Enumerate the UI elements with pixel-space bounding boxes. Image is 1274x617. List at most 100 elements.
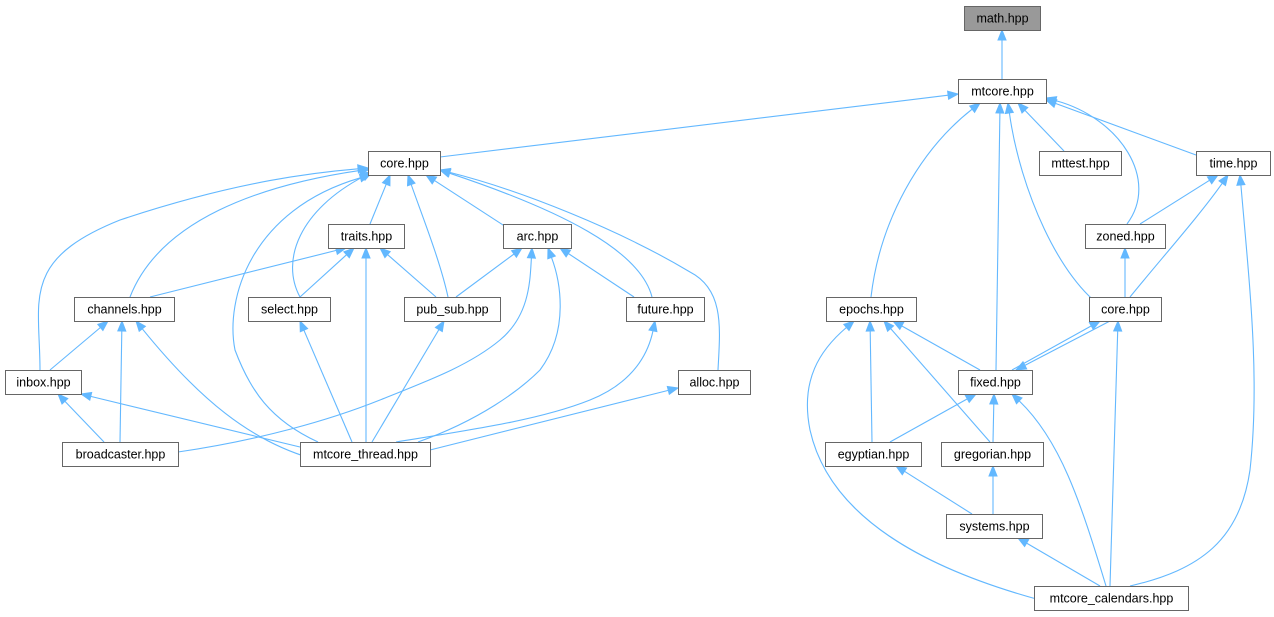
node-math[interactable]: math.hpp (964, 6, 1041, 31)
node-traits[interactable]: traits.hpp (328, 224, 405, 249)
arrowhead-icon (378, 247, 392, 259)
edge-calendars-to-fixed (1011, 393, 1107, 587)
edge-egyptian-to-epochs (865, 319, 875, 443)
edge-broadcaster-to-arc (177, 246, 537, 453)
node-label: future.hpp (637, 303, 693, 317)
arrowhead-icon (865, 319, 875, 332)
arrowhead-icon (988, 464, 998, 477)
node-channels[interactable]: channels.hpp (74, 297, 175, 322)
node-broadcaster[interactable]: broadcaster.hpp (62, 442, 179, 467)
edge-egyptian-to-fixed (889, 393, 978, 443)
arrowhead-icon (510, 247, 524, 259)
node-gregorian[interactable]: gregorian.hpp (941, 442, 1044, 467)
node-alloc[interactable]: alloc.hpp (678, 370, 751, 395)
node-label: alloc.hpp (689, 376, 739, 390)
node-box (1085, 224, 1166, 249)
edge-mtthread-to-alloc (429, 385, 680, 451)
node-arc[interactable]: arc.hpp (503, 224, 572, 249)
edge-calendars-to-epochs (806, 320, 1041, 601)
edge-pubsub-to-core (406, 173, 449, 298)
node-core[interactable]: core.hpp (368, 151, 441, 176)
node-pubsub[interactable]: pub_sub.hpp (404, 297, 501, 322)
edge-fixed-to-mtcore (995, 101, 1005, 371)
node-label: inbox.hpp (16, 376, 70, 390)
edge-mtthread-to-traits (361, 246, 371, 442)
node-mtcore[interactable]: mtcore.hpp (958, 79, 1047, 104)
node-label: pub_sub.hpp (416, 303, 488, 317)
arrowhead-icon (361, 246, 371, 259)
node-label: mttest.hpp (1051, 157, 1109, 171)
node-zoned[interactable]: zoned.hpp (1085, 224, 1166, 249)
node-fixed[interactable]: fixed.hpp (958, 370, 1033, 395)
node-epochs[interactable]: epochs.hpp (826, 297, 917, 322)
node-box (941, 442, 1044, 467)
arrowhead-icon (995, 101, 1005, 114)
node-label: epochs.hpp (839, 303, 904, 317)
node-label: broadcaster.hpp (76, 448, 166, 462)
arrowhead-icon (964, 393, 978, 404)
edge-core2-to-mtcore (1004, 101, 1106, 310)
arrowhead-icon (997, 28, 1007, 41)
node-box (826, 297, 917, 322)
arrowhead-icon (558, 247, 572, 258)
edge-broadcaster-to-channels (117, 319, 127, 443)
arrowhead-icon (357, 164, 370, 174)
arrowhead-icon (666, 385, 680, 396)
arrowhead-icon (989, 392, 999, 405)
node-select[interactable]: select.hpp (248, 297, 331, 322)
edge-mtthread-to-future (395, 319, 658, 443)
node-calendars[interactable]: mtcore_calendars.hpp (1034, 586, 1189, 611)
arrowhead-icon (406, 173, 416, 187)
arrowhead-icon (434, 319, 445, 333)
arrowhead-icon (438, 167, 452, 178)
edge-calendars-to-systems (1016, 537, 1101, 587)
node-core2[interactable]: core.hpp (1089, 297, 1162, 322)
arrowhead-icon (1014, 360, 1028, 371)
edge-inbox-to-core (37, 164, 370, 371)
node-box (503, 224, 572, 249)
node-inbox[interactable]: inbox.hpp (5, 370, 82, 395)
edge-mtthread-to-inbox (79, 391, 301, 448)
arrowhead-icon (79, 391, 93, 402)
node-box (62, 442, 179, 467)
arrowhead-icon (1206, 174, 1220, 185)
edge-mtthread-to-channels (135, 319, 311, 459)
edge-mtthread-to-pubsub (371, 319, 445, 443)
arrowhead-icon (343, 247, 355, 259)
nodes-layer: math.hpp mtcore.hpp core.hpp mttest.hpp time… (5, 6, 1271, 611)
node-box (958, 79, 1047, 104)
edge-pubsub-to-arc (455, 247, 524, 298)
node-egyptian[interactable]: egyptian.hpp (825, 442, 922, 467)
node-label: mtcore_thread.hpp (313, 448, 418, 462)
node-label: traits.hpp (341, 230, 392, 244)
arrowhead-icon (1112, 319, 1123, 332)
edge-pubsub-to-traits (378, 247, 437, 298)
node-label: arc.hpp (517, 230, 559, 244)
node-mtthread[interactable]: mtcore_thread.hpp (300, 442, 431, 467)
arrowhead-icon (1088, 320, 1102, 331)
node-box (404, 297, 501, 322)
edge-systems-to-gregorian (988, 464, 998, 514)
node-time[interactable]: time.hpp (1196, 151, 1271, 176)
node-future[interactable]: future.hpp (626, 297, 705, 322)
node-mttest[interactable]: mttest.hpp (1039, 151, 1122, 176)
node-label: zoned.hpp (1096, 230, 1154, 244)
node-systems[interactable]: systems.hpp (946, 514, 1043, 539)
arrowhead-icon (947, 90, 960, 100)
arrowhead-icon (891, 320, 905, 331)
node-label: egyptian.hpp (838, 448, 910, 462)
arrowhead-icon (381, 173, 391, 187)
edge-core2-to-fixed (1014, 320, 1111, 371)
node-box (626, 297, 705, 322)
node-label: mtcore.hpp (971, 85, 1034, 99)
arrowhead-icon (883, 319, 895, 333)
edge-inbox-to-channels (49, 320, 110, 371)
arrowhead-icon (1016, 537, 1030, 548)
edge-calendars-to-core2 (1109, 319, 1123, 587)
arrowhead-icon (299, 319, 309, 333)
node-label: math.hpp (976, 12, 1028, 26)
edges-layer (37, 28, 1255, 601)
node-label: select.hpp (261, 303, 318, 317)
arrowhead-icon (968, 102, 982, 114)
edge-traits-to-core (369, 173, 391, 225)
